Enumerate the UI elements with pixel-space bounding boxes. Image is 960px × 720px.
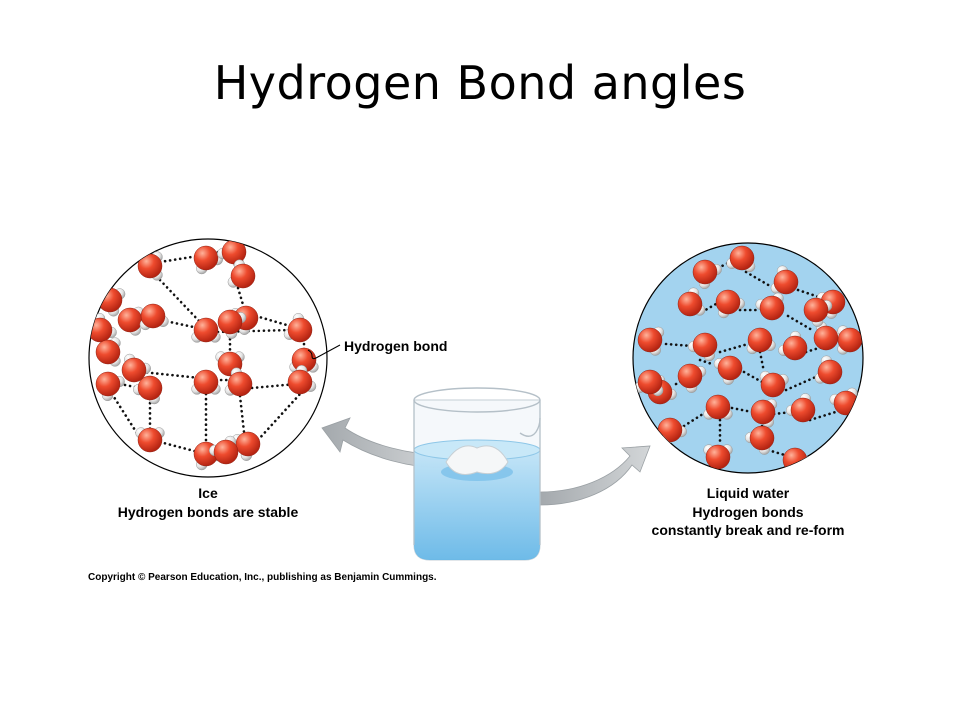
liquid-bond-14 [730,406,754,414]
liquid-molecule-28 [803,297,833,327]
liquid-molecule-27 [634,369,664,397]
liquid-molecule-17 [759,370,789,398]
liquid-bond-12 [784,374,820,392]
liquid-molecule-15 [677,363,707,393]
liquid-molecule-20 [703,394,733,420]
hydrogen-bond-label: Hydrogen bond [344,338,447,354]
ice-molecule-2 [193,245,223,275]
ice-diagram [88,238,328,478]
liquid-bond-2 [744,270,772,288]
liquid-molecule-22 [785,393,816,423]
liquid-molecule-25 [744,425,775,455]
ice-bond-18 [238,394,246,434]
ice-bond-17 [110,392,142,440]
liquid-molecule-6 [715,289,745,319]
ice-bond-4 [236,286,246,310]
liquid-molecule-9 [637,326,665,356]
ice-molecule-24 [209,435,239,465]
liquid-molecule-7 [755,292,785,321]
ice-bond-15 [158,440,200,454]
ice-molecule-16 [95,371,125,402]
liquid-bond-19 [808,408,844,422]
liquid-caption-line1: Hydrogen bonds [692,504,803,520]
liquid-molecule-24 [703,444,733,470]
hydrogen-bond-leader [307,344,341,360]
ice-bond-7 [254,314,292,328]
ice-bond-3 [158,278,202,324]
ice-molecule-9 [191,317,221,343]
liquid-molecule-3 [770,265,799,295]
ice-molecule-19 [224,367,253,397]
liquid-molecule-10 [688,332,718,362]
liquid-molecule-18 [814,355,843,385]
liquid-molecule-12 [778,330,808,361]
ice-molecule-20 [287,365,317,395]
ice-bond-6 [216,328,292,334]
liquid-bond-6 [786,314,814,332]
ice-title: Ice [198,485,218,501]
ice-molecule-11 [283,313,313,343]
liquid-molecule-19 [657,417,687,447]
slide-title: Hydrogen Bond angles [213,56,747,110]
ice-bond-16 [256,392,302,442]
liquid-molecule-13 [837,325,863,355]
liquid-bond-11 [742,370,764,384]
ice-molecule-13 [121,353,151,383]
liquid-bond-8 [718,342,750,354]
liquid-molecule-2 [726,245,756,273]
ice-caption: Hydrogen bonds are stable [118,504,299,520]
ice-molecule-1 [137,251,163,281]
liquid-bond-18 [766,448,790,458]
ice-bond-9 [140,370,202,380]
ice-molecule-6 [89,312,117,343]
ice-molecule-21 [135,427,165,453]
liquid-molecule-5 [677,287,706,317]
liquid-molecule-11 [746,327,776,355]
liquid-bond-7 [664,342,694,348]
ice-molecule-17 [133,375,163,405]
ice-molecule-8 [139,303,169,331]
liquid-title: Liquid water [707,485,790,501]
liquid-molecule-21 [750,398,778,428]
liquid-bond-21 [758,350,766,374]
arrow-to-liquid [539,445,651,506]
liquid-molecule-16 [713,355,743,385]
liquid-water-diagram [632,242,864,474]
liquid-bond-20 [698,358,714,366]
liquid-bond-13 [682,410,708,428]
beaker-icon [413,387,541,561]
copyright-text: Copyright © Pearson Education, Inc., pub… [88,572,437,583]
liquid-molecule-1 [692,259,722,290]
ice-bond-19 [118,382,142,390]
liquid-bond-9 [804,340,840,354]
ice-molecule-23 [231,431,261,461]
ice-molecule-18 [191,369,221,395]
ice-molecule-4 [227,259,256,289]
ice-bond-1 [158,254,200,264]
liquid-caption-line2: constantly break and re-form [652,522,845,538]
ice-molecule-10 [217,309,247,339]
ice-molecule-12 [95,337,121,367]
